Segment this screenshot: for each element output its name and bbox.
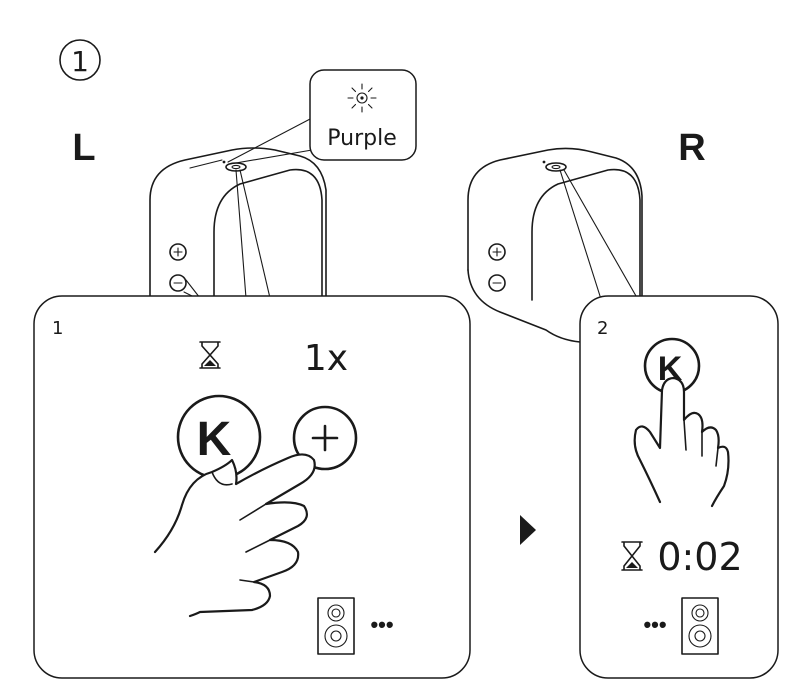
arrow-right-icon	[520, 515, 536, 545]
volume-down-icon	[488, 274, 506, 292]
k-button-icon: K	[176, 394, 262, 480]
plus-button-icon	[292, 405, 358, 471]
hold-time: 0:02	[657, 535, 742, 579]
volume-up-icon	[488, 243, 506, 261]
speaker-icon	[681, 597, 719, 655]
led-callout: Purple	[227, 69, 417, 165]
speaker-icon	[317, 597, 355, 655]
side-label-right: R	[678, 127, 705, 169]
sun-led-icon	[347, 83, 377, 113]
speaker-right	[467, 147, 643, 343]
hand-press-icon	[153, 453, 316, 618]
ellipsis: •••	[643, 612, 666, 637]
step-number: 1	[71, 45, 89, 78]
hand-press-icon	[633, 376, 730, 508]
side-label-left: L	[72, 127, 95, 169]
volume-down-icon	[169, 274, 187, 292]
panel-number: 1	[52, 318, 63, 339]
hourglass-icon	[621, 541, 643, 571]
primary-button-label: K	[197, 413, 232, 466]
panel-number: 2	[597, 318, 608, 339]
volume-up-icon	[169, 243, 187, 261]
instruction-panel-left: 1 1x K	[33, 295, 471, 679]
step-badge: 1	[59, 39, 101, 81]
instruction-panel-right: 2 K 0:02 •••	[579, 295, 779, 679]
ellipsis: •••	[370, 612, 393, 637]
hourglass-icon	[199, 341, 221, 369]
press-count: 1x	[304, 338, 348, 379]
speaker-left	[149, 147, 327, 301]
led-color-label: Purple	[327, 126, 396, 151]
